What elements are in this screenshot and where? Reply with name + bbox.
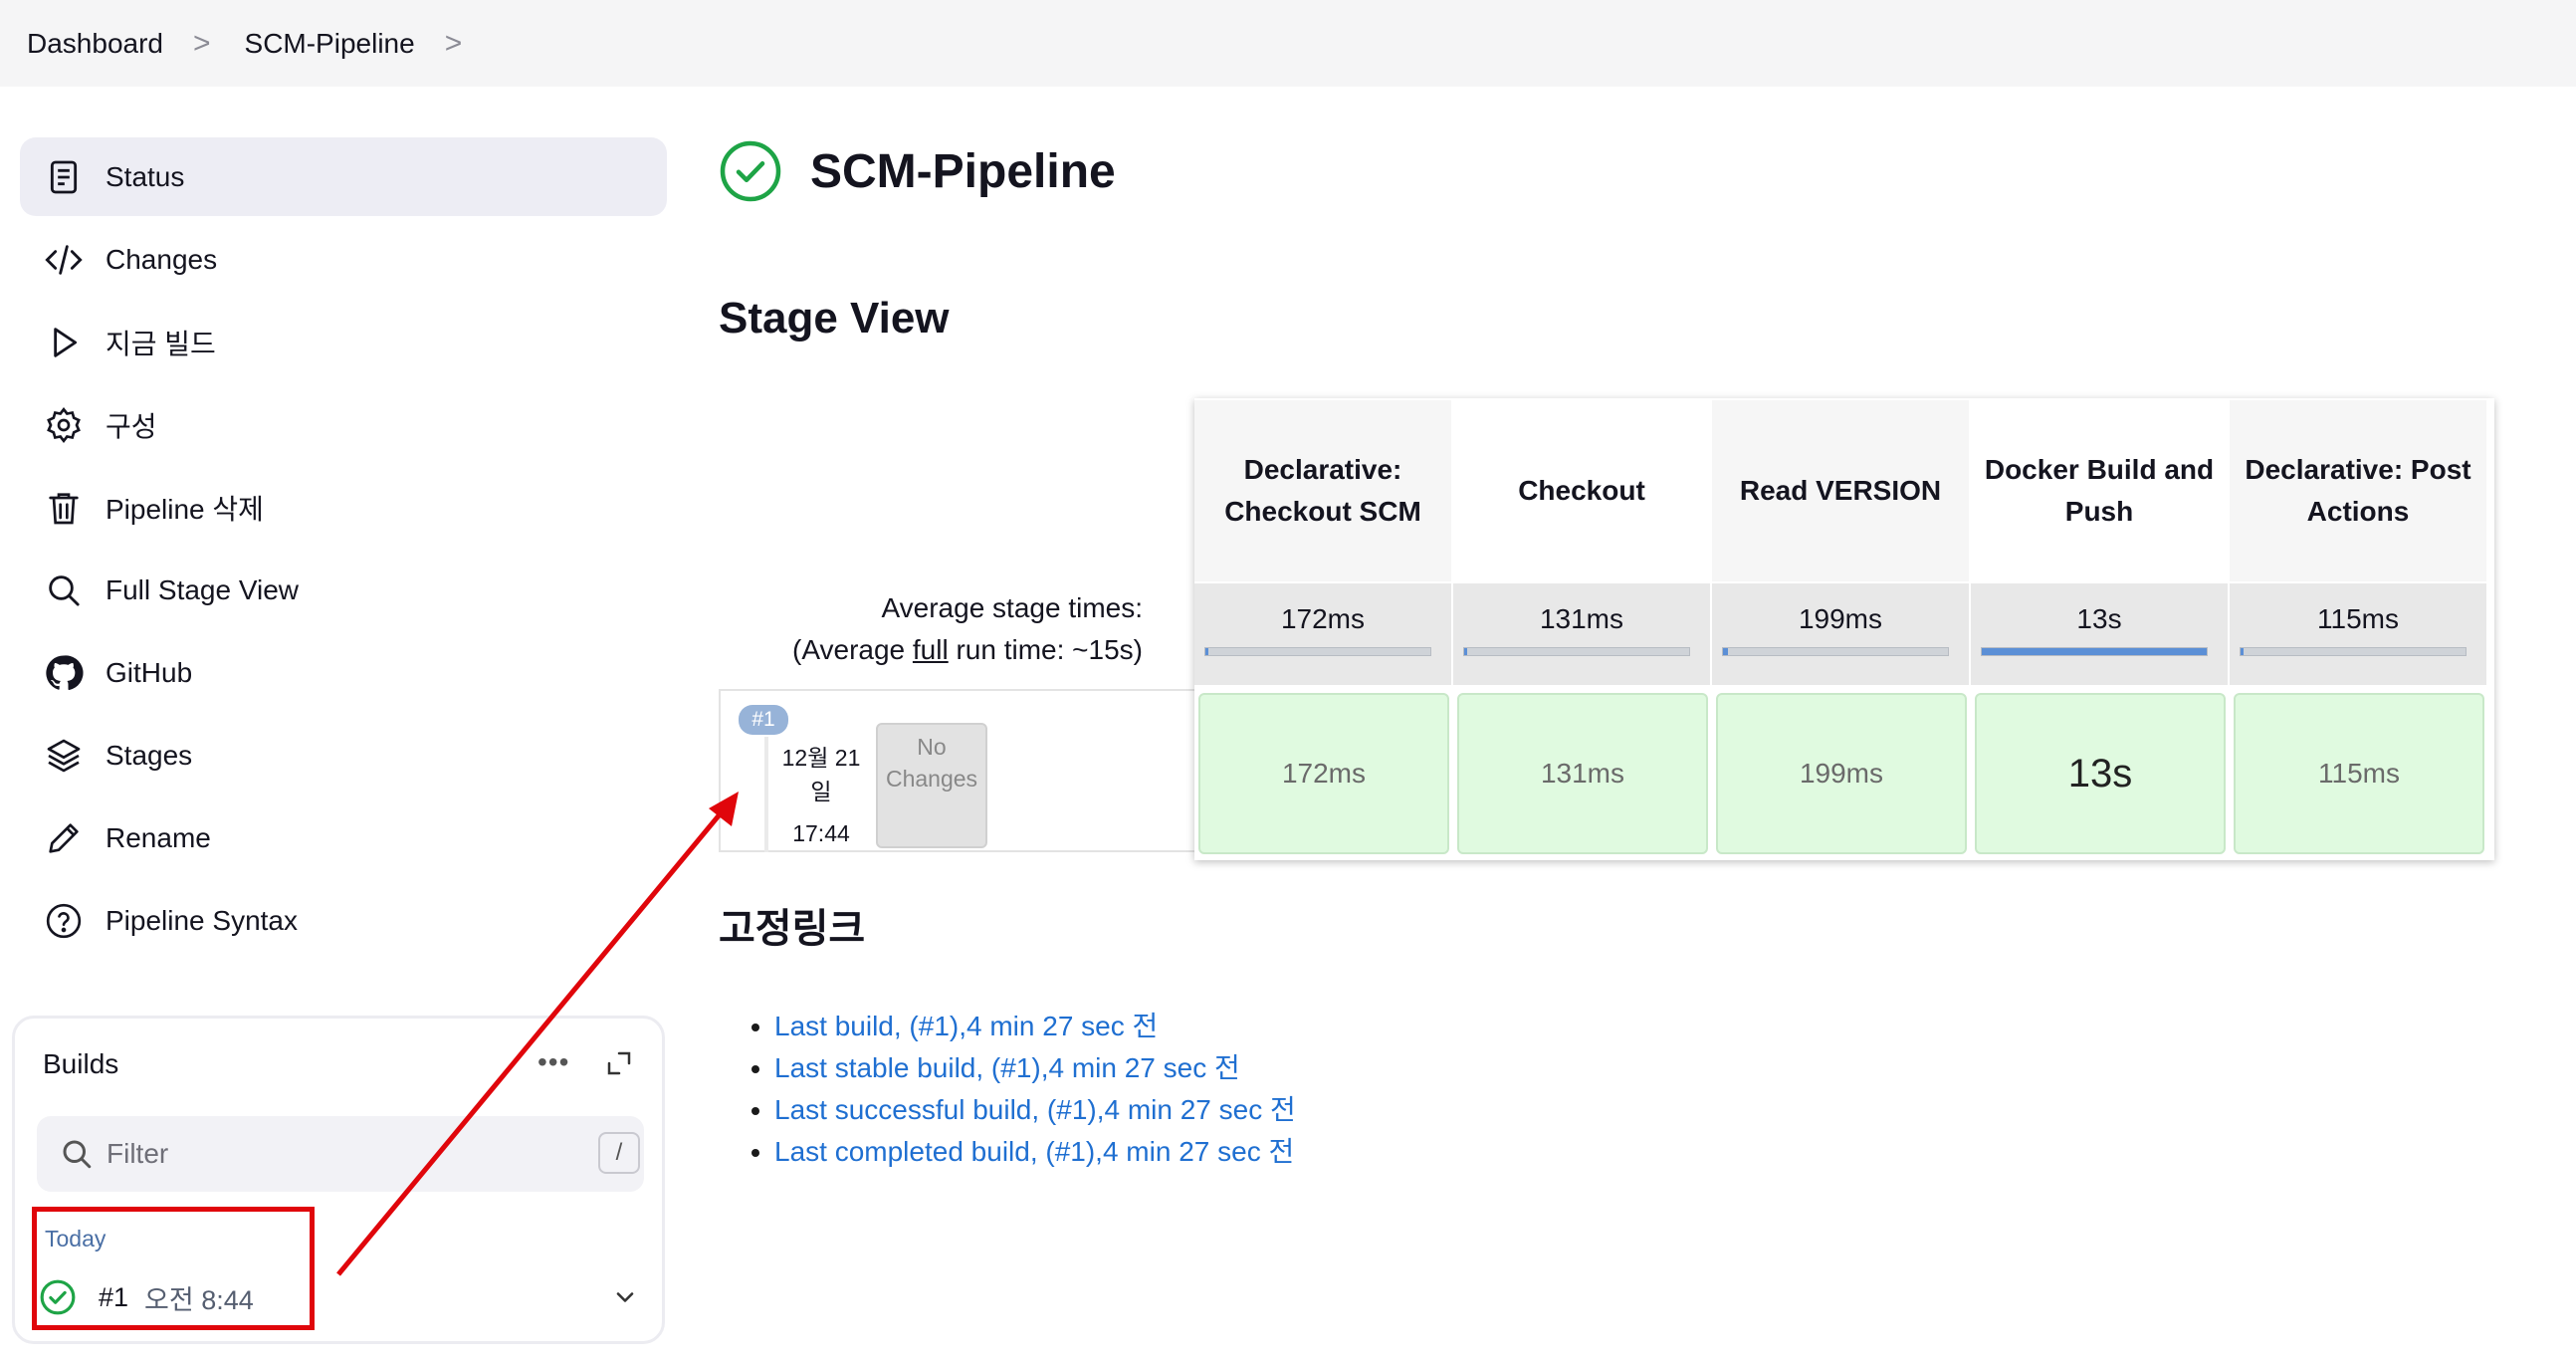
builds-title: Builds <box>43 1048 119 1079</box>
stage-avg: 13s <box>1971 583 2228 685</box>
sidebar-item-label: Pipeline Syntax <box>106 904 299 936</box>
run-summary: #1 12월 21 일 17:44 No Changes <box>719 689 1194 852</box>
sidebar-item-label: Pipeline 삭제 <box>106 493 264 525</box>
build-row[interactable]: #1 오전 8:44 <box>39 1269 646 1325</box>
sidebar-item-stages[interactable]: Stages <box>20 716 667 795</box>
pencil-icon <box>42 816 86 860</box>
sidebar-item-label: 구성 <box>106 410 157 442</box>
permalinks-heading: 고정링크 <box>719 907 866 951</box>
search-icon <box>63 1140 92 1169</box>
average-times-label: Average stage times: (Average full run t… <box>719 587 1167 687</box>
permalink-last-completed-build[interactable]: Last completed build, (#1),4 min 27 sec … <box>774 1136 1295 1167</box>
stage-cell[interactable]: 131ms <box>1457 693 1708 854</box>
list-item: Last build, (#1),4 min 27 sec 전 <box>774 1006 1296 1047</box>
permalink-last-stable-build[interactable]: Last stable build, (#1),4 min 27 sec 전 <box>774 1052 1240 1083</box>
stage-cell[interactable]: 172ms <box>1198 693 1449 854</box>
breadcrumb-dashboard[interactable]: Dashboard <box>27 27 163 59</box>
sidebar-item-github[interactable]: GitHub <box>20 633 667 712</box>
sidebar-item-changes[interactable]: Changes <box>20 220 667 299</box>
gear-icon <box>42 403 86 447</box>
help-icon <box>42 899 86 943</box>
sidebar-item-label: Full Stage View <box>106 573 300 605</box>
sidebar-item-label: Stages <box>106 739 193 771</box>
sidebar-item-build-now[interactable]: 지금 빌드 <box>20 303 667 381</box>
stage-header: Declarative: Checkout SCM <box>1194 400 1451 581</box>
sidebar-item-configure[interactable]: 구성 <box>20 385 667 464</box>
build-time: 오전 8:44 <box>144 1284 254 1315</box>
search-icon <box>42 568 86 612</box>
stage-column: Docker Build and Push 13s 13s <box>1971 398 2230 860</box>
avg-fill <box>2241 648 2244 655</box>
stage-header: Checkout <box>1453 400 1710 581</box>
document-icon <box>42 155 86 199</box>
filter-shortcut: / <box>598 1132 640 1174</box>
sidebar-item-rename[interactable]: Rename <box>20 798 667 877</box>
sidebar-item-pipeline-syntax[interactable]: Pipeline Syntax <box>20 881 667 960</box>
success-icon <box>720 140 781 202</box>
run-changes[interactable]: No Changes <box>876 723 987 848</box>
stage-header: Declarative: Post Actions <box>2230 400 2486 581</box>
sidebar-item-status[interactable]: Status <box>20 137 667 216</box>
permalink-last-successful-build[interactable]: Last successful build, (#1),4 min 27 sec… <box>774 1094 1296 1125</box>
stage-column: Read VERSION 199ms 199ms <box>1712 398 1971 860</box>
filter-input[interactable] <box>107 1130 554 1178</box>
list-item: Last completed build, (#1),4 min 27 sec … <box>774 1131 1296 1173</box>
list-item: Last stable build, (#1),4 min 27 sec 전 <box>774 1047 1296 1089</box>
sidebar-item-label: Changes <box>106 243 218 275</box>
stage-avg: 115ms <box>2230 583 2486 685</box>
run-badge[interactable]: #1 <box>739 705 788 735</box>
stage-header: Docker Build and Push <box>1971 400 2228 581</box>
sidebar-item-full-stage-view[interactable]: Full Stage View <box>20 551 667 629</box>
avg-fill <box>1723 648 1728 655</box>
stage-avg: 131ms <box>1453 583 1710 685</box>
builds-group-label: Today <box>45 1226 107 1251</box>
stage-avg: 172ms <box>1194 583 1451 685</box>
stage-column: Checkout 131ms 131ms <box>1453 398 1712 860</box>
sidebar-item-delete-pipeline[interactable]: Pipeline 삭제 <box>20 468 667 547</box>
sidebar-item-label: Rename <box>106 821 211 853</box>
run-date: 12월 21 일 17:44 <box>764 737 874 852</box>
avg-fill <box>1205 648 1208 655</box>
sidebar-item-label: GitHub <box>106 656 193 688</box>
github-icon <box>42 651 86 695</box>
permalinks-list: Last build, (#1),4 min 27 sec 전 Last sta… <box>774 1006 1296 1173</box>
trash-icon <box>42 486 86 530</box>
stage-cell[interactable]: 115ms <box>2234 693 2484 854</box>
play-icon <box>42 321 86 364</box>
permalink-last-build[interactable]: Last build, (#1),4 min 27 sec 전 <box>774 1011 1159 1041</box>
more-icon[interactable]: ••• <box>537 1046 570 1077</box>
code-icon <box>42 238 86 282</box>
sidebar-item-label: 지금 빌드 <box>106 328 216 359</box>
breadcrumb: Dashboard > SCM-Pipeline > <box>0 0 2576 87</box>
filter-box: / <box>37 1116 644 1192</box>
avg-fill <box>1982 648 2207 655</box>
stage-cell[interactable]: 199ms <box>1716 693 1967 854</box>
layers-icon <box>42 734 86 778</box>
stage-column: Declarative: Post Actions 115ms 115ms <box>2230 398 2488 860</box>
sidebar: Status Changes 지금 빌드 구성 Pipeline 삭제 Full… <box>20 137 667 964</box>
chevron-down-icon[interactable] <box>611 1283 639 1311</box>
list-item: Last successful build, (#1),4 min 27 sec… <box>774 1089 1296 1131</box>
stage-table: Declarative: Checkout SCM 172ms 172ms Ch… <box>1194 398 2494 860</box>
breadcrumb-separator: > <box>192 26 211 60</box>
breadcrumb-separator[interactable]: > <box>444 26 463 60</box>
build-number[interactable]: #1 <box>99 1281 129 1312</box>
full-run-link[interactable]: full <box>912 634 949 665</box>
stage-column: Declarative: Checkout SCM 172ms 172ms <box>1194 398 1453 860</box>
avg-full-run-text: (Average full run time: ~15s) <box>792 634 1143 665</box>
stage-avg: 199ms <box>1712 583 1969 685</box>
annotation-highlight-box <box>32 1207 315 1330</box>
expand-icon[interactable] <box>604 1048 634 1078</box>
stage-cell[interactable]: 13s <box>1975 693 2226 854</box>
sidebar-item-label: Status <box>106 160 185 192</box>
success-icon <box>40 1279 76 1315</box>
stage-view-heading: Stage View <box>719 294 950 342</box>
stage-header: Read VERSION <box>1712 400 1969 581</box>
avg-stage-times-text: Average stage times: <box>881 592 1143 623</box>
breadcrumb-scm-pipeline[interactable]: SCM-Pipeline <box>244 27 415 59</box>
page-title: SCM-Pipeline <box>810 144 1116 198</box>
avg-fill <box>1464 648 1467 655</box>
page-header: SCM-Pipeline <box>719 139 1116 203</box>
